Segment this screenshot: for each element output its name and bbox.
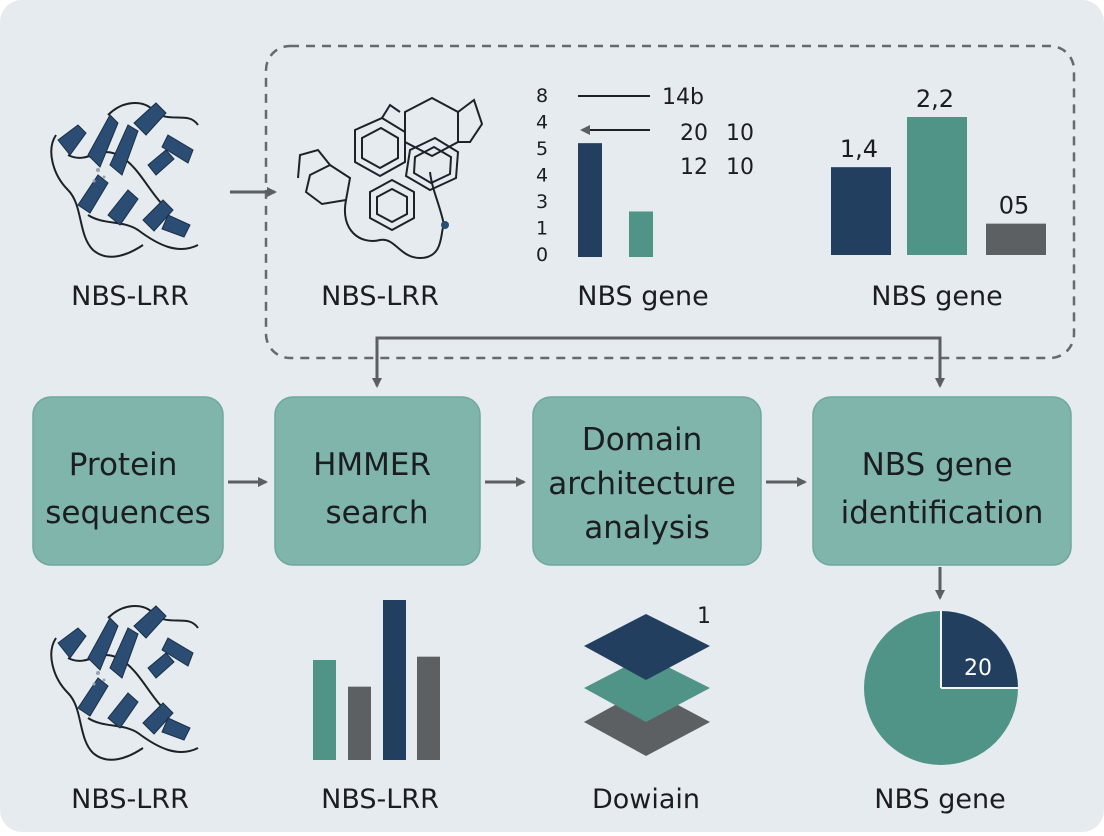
chart-a-tick-label: 0 — [536, 244, 548, 266]
chart-a-tick-label: 4 — [536, 165, 548, 187]
chart-b: 1,4 2,2 05 NBS gene — [831, 85, 1046, 312]
chart-a-legend-value: 14b — [662, 85, 704, 110]
domain-layer-top — [584, 614, 710, 680]
chart-a-tick-label: 3 — [536, 191, 548, 213]
chart-a-tick-label: 1 — [536, 218, 548, 240]
process-step-nbs-identification: NBS gene identification — [812, 396, 1072, 566]
pie-slice — [941, 611, 1018, 688]
bottom-bars-label: NBS-LRR — [321, 784, 439, 815]
top-molecule-label: NBS-LRR — [321, 281, 439, 312]
process-box — [812, 396, 1072, 566]
chart-b-bar — [907, 117, 967, 255]
chart-b-data-label: 1,4 — [840, 135, 878, 163]
dashed-group-box — [264, 44, 1076, 360]
bottom-bar-chart: NBS-LRR — [313, 600, 440, 815]
pie-slices — [864, 611, 1018, 765]
molecule-highlight-atom — [441, 221, 449, 229]
process-step-line: Protein — [69, 447, 178, 483]
svg-text:NBS gene identification: NBS gene identification — [841, 447, 1044, 531]
domain-layer-number: 1 — [697, 604, 711, 629]
chart-a-tick-label: 5 — [536, 138, 548, 160]
bottom-protein-label: NBS-LRR — [71, 784, 189, 815]
chart-a-label: NBS gene — [577, 281, 708, 312]
process-step-line: architecture — [548, 466, 736, 502]
pie-value-label: 20 — [964, 656, 992, 681]
domain-layer-middle — [584, 656, 710, 722]
protein-structure-icon — [50, 605, 199, 761]
chart-b-bar — [986, 223, 1046, 255]
chart-a-tick-label: 4 — [536, 112, 548, 134]
process-step-line: sequences — [45, 495, 211, 531]
chart-a-bar — [629, 211, 653, 257]
top-protein-label: NBS-LRR — [71, 281, 189, 312]
chart-b-bar — [831, 167, 891, 255]
process-box — [32, 396, 224, 566]
chart-a-legend-value: 20 — [680, 121, 708, 146]
process-step-line: search — [326, 495, 429, 531]
svg-text:Domain architecture: Domain architecture analysis — [548, 422, 745, 546]
molecule-structure-icon — [297, 96, 484, 260]
bottom-bar — [348, 686, 371, 760]
process-step-line: Domain — [582, 422, 702, 458]
chart-b-label: NBS gene — [871, 281, 1002, 312]
chart-a-legend-value: 12 — [680, 155, 708, 180]
chart-a-legend-value: 10 — [726, 121, 754, 146]
bottom-bar-chart-bars — [313, 600, 440, 760]
pie-chart: 20 — [864, 611, 1018, 765]
chart-a-bars — [578, 143, 653, 257]
process-box — [274, 396, 481, 566]
chart-b-bars: 1,4 2,2 05 — [831, 85, 1046, 255]
process-step-line: HMMER — [313, 447, 431, 483]
chart-a-tick-label: 8 — [536, 85, 548, 107]
bottom-bar — [383, 600, 406, 760]
process-step-hmmer-search: HMMER search — [274, 396, 481, 566]
chart-a-legend-value: 10 — [726, 155, 754, 180]
chart-a-axis-ticks: 8 4 5 4 3 1 0 — [536, 85, 548, 266]
process-step-line: identification — [841, 495, 1044, 531]
process-box — [532, 396, 762, 566]
process-step-line: analysis — [584, 510, 710, 546]
chart-b-data-label: 2,2 — [916, 85, 954, 113]
process-step-domain-architecture: Domain architecture analysis — [532, 396, 762, 566]
svg-text:Protein sequences: Protein sequences — [45, 447, 211, 531]
bottom-layers-label: Dowiain — [592, 784, 700, 815]
bottom-bar — [417, 656, 440, 760]
chart-a-bar — [578, 143, 602, 257]
protein-structure-icon — [50, 102, 199, 258]
bottom-pie-label: NBS gene — [874, 784, 1005, 815]
bottom-bar — [313, 660, 336, 760]
domain-layers-icon: 1 — [584, 604, 711, 756]
svg-text:HMMER search: HMMER search — [313, 447, 441, 531]
chart-b-data-label: 05 — [999, 192, 1030, 220]
process-step-line: NBS gene — [862, 447, 1013, 483]
process-step-protein-sequences: Protein sequences — [32, 396, 224, 566]
